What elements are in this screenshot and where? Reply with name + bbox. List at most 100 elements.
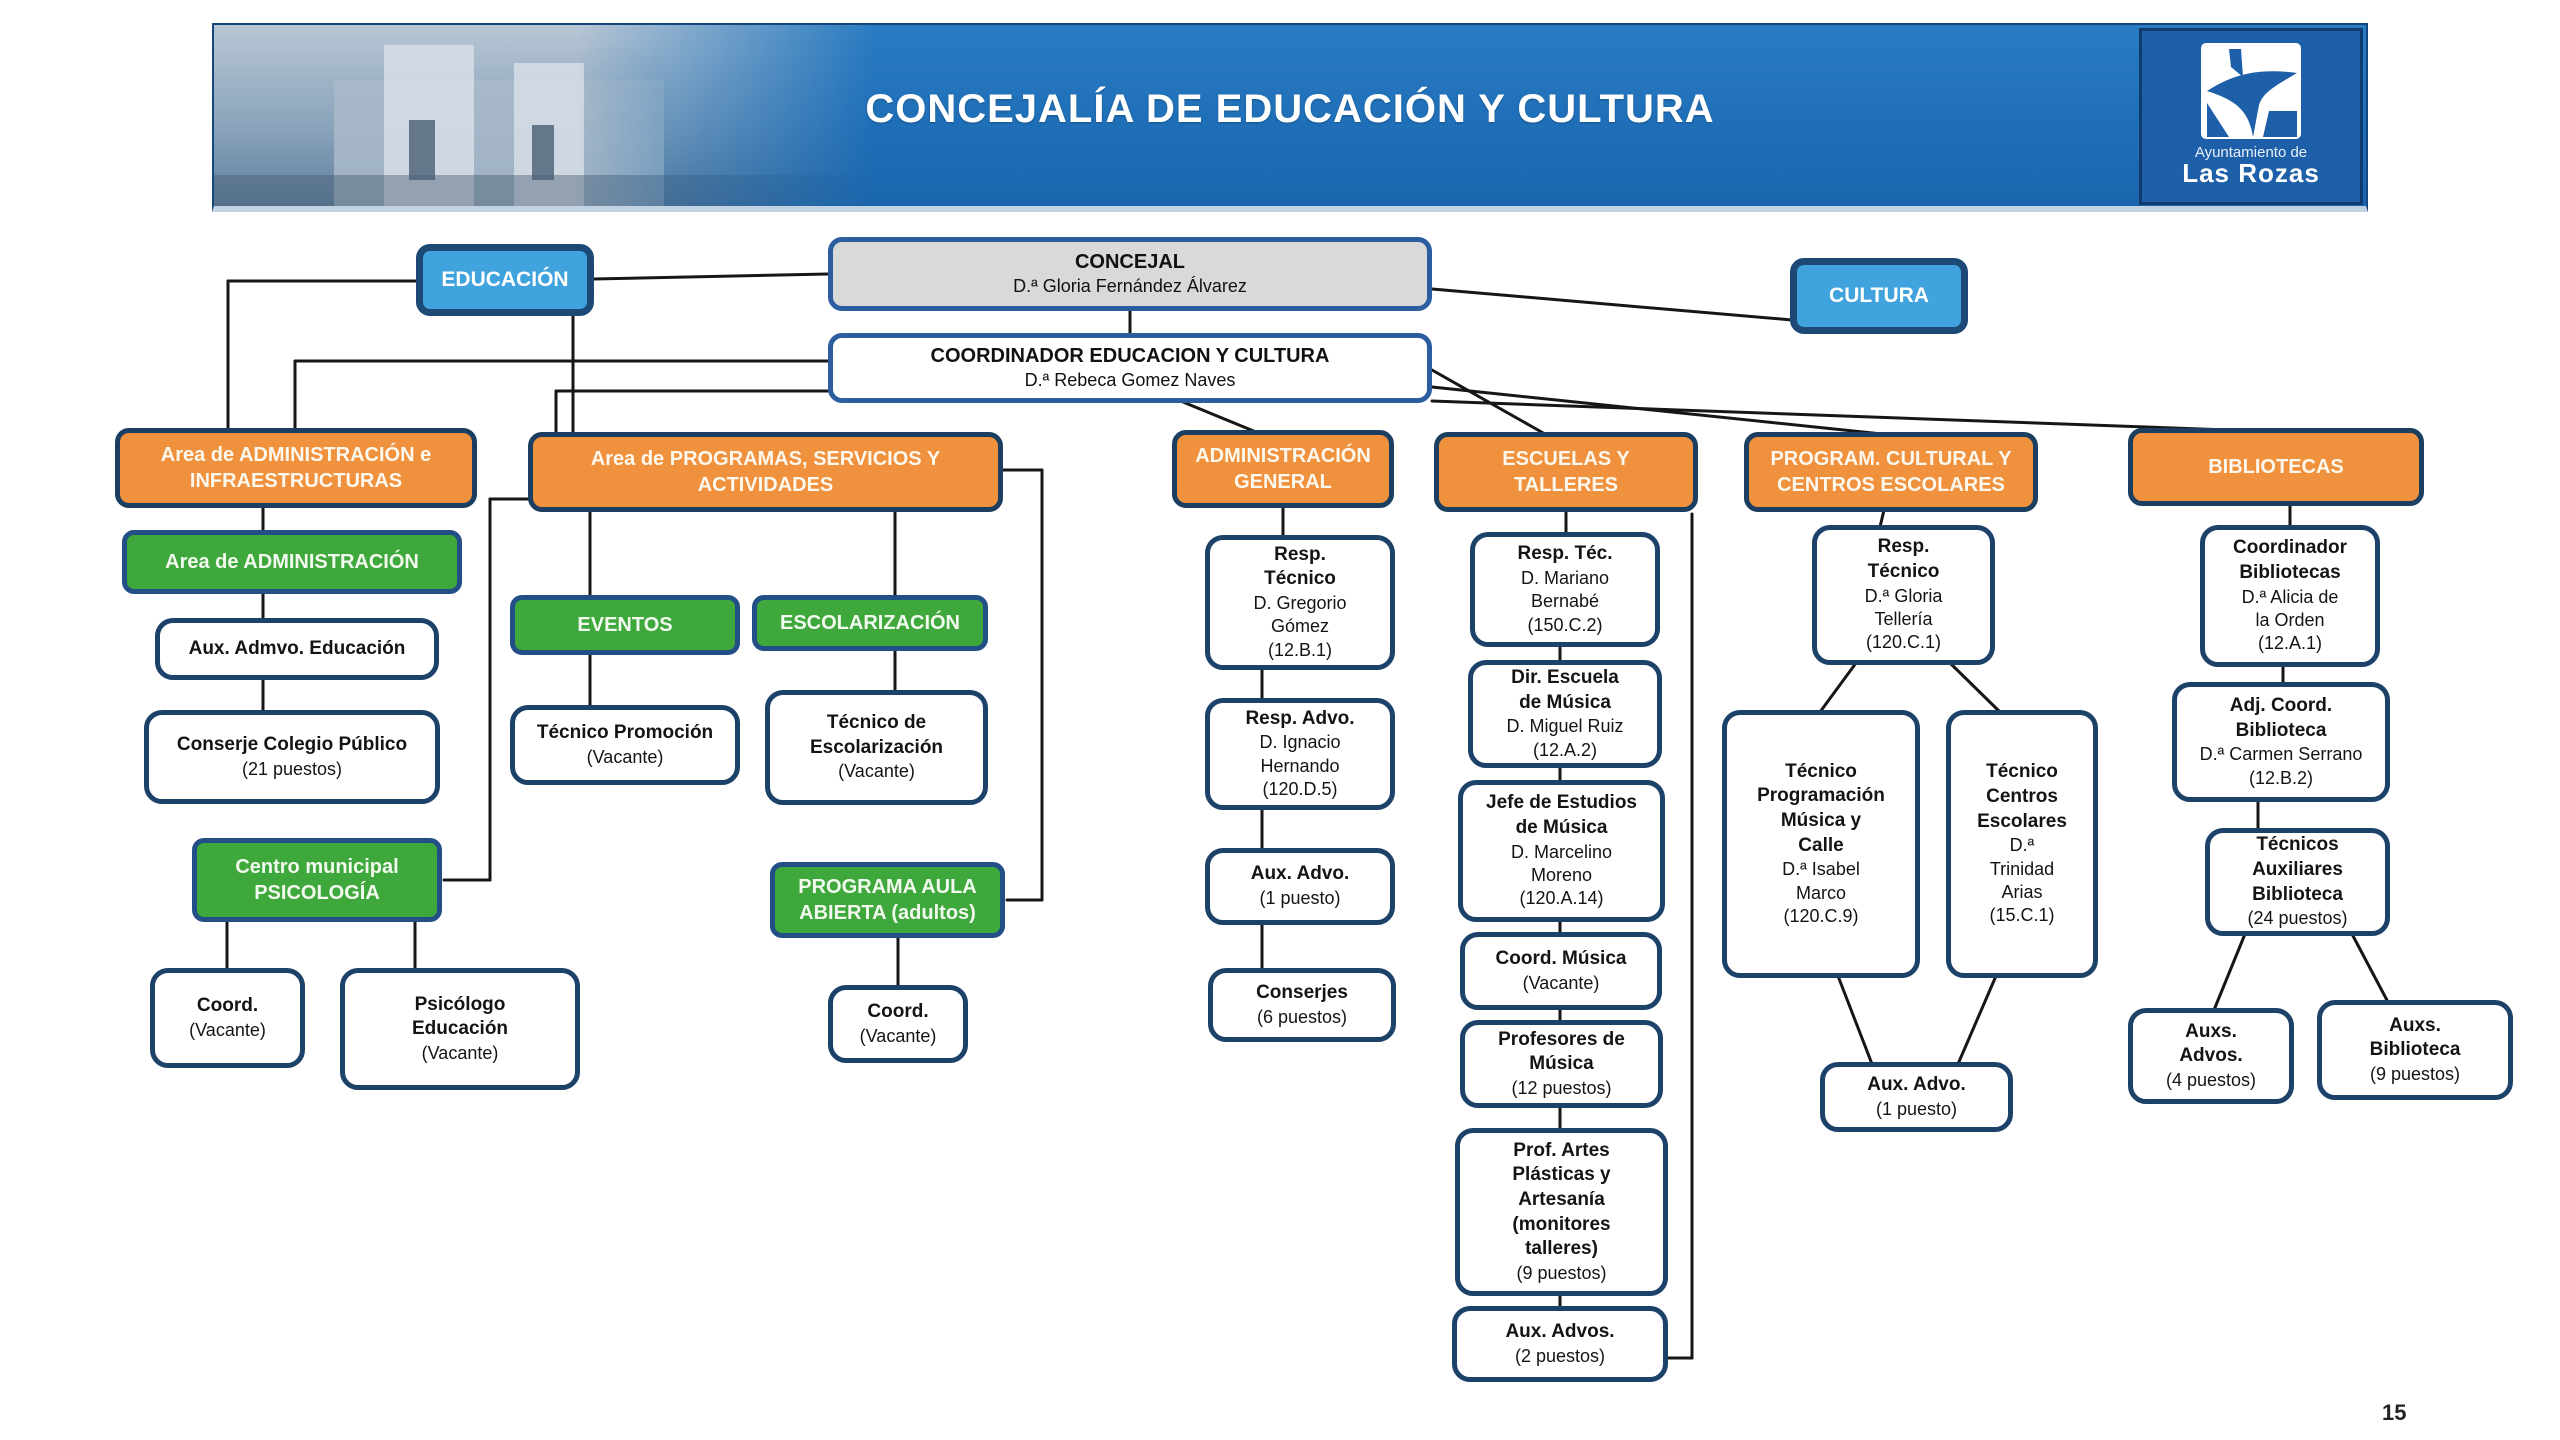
box-text: Aux. Admvo. Educación (188, 637, 406, 659)
box-text: INFRAESTRUCTURAS (189, 470, 403, 492)
box-text: Calle (1798, 834, 1844, 856)
box-text: Psicólogo (414, 993, 506, 1015)
connector-line (2350, 932, 2391, 1006)
page-number: 15 (2382, 1400, 2407, 1425)
box-programa-aula-abierta: PROGRAMA AULA ABIERTA (adultos) (770, 862, 1005, 938)
box-text: (1 puesto) (1875, 1098, 1958, 1119)
box-text: D. Gregorio (1253, 593, 1347, 614)
box-text: Resp. (1877, 536, 1930, 558)
box-text: Técnicos (2256, 834, 2339, 856)
box-text: Jefe de Estudios (1486, 792, 1637, 814)
box-text: D. Marcelino (1510, 841, 1613, 862)
townhall-photo (214, 25, 874, 206)
box-text: Coord. (867, 1000, 929, 1022)
box-text: Aux. Advo. (1250, 863, 1350, 885)
logo-caption: Ayuntamiento de (2194, 144, 2308, 161)
box-auxs-advos: Auxs.Advos.(4 puestos) (2128, 1008, 2294, 1104)
box-text: Coordinador (2233, 537, 2347, 559)
box-text: (12.A.1) (2257, 633, 2323, 654)
box-text: (Vacante) (421, 1042, 499, 1063)
box-text: Resp. (1274, 543, 1326, 565)
box-text: (Vacante) (189, 1019, 266, 1040)
box-text: Música y (1780, 809, 1862, 831)
box-text: Auxs. (2185, 1020, 2237, 1042)
box-text: Coord. (196, 994, 259, 1016)
box-text: Aux. Advo. (1867, 1073, 1966, 1095)
box-text: de Música (1519, 691, 1611, 713)
box-text: (15.C.1) (1989, 905, 2055, 926)
box-text: (Vacante) (838, 761, 915, 782)
connector-line (1948, 661, 2002, 714)
box-text: Escolares (1977, 810, 2067, 832)
box-text: (monitores (1512, 1213, 1611, 1235)
box-text: D. Mariano (1520, 567, 1610, 588)
box-text: GENERAL (1234, 471, 1332, 493)
connector-line (1430, 385, 1884, 436)
connector-line (592, 272, 830, 281)
box-text: Conserjes (1256, 981, 1348, 1003)
box-text: PSICOLOGÍA (254, 882, 380, 904)
box-text: Prof. Artes (1513, 1139, 1610, 1161)
treeline (214, 175, 874, 206)
box-coord-psicologia: Coord. (Vacante) (150, 968, 305, 1068)
box-text: Advos. (2179, 1045, 2243, 1067)
box-text: (12.B.2) (2248, 767, 2314, 788)
connector-line (1430, 399, 2230, 432)
las-rozas-logo: Ayuntamiento de Las Rozas (2139, 28, 2363, 205)
box-text: Biblioteca (2252, 883, 2343, 905)
box-text: Auxiliares (2252, 858, 2343, 880)
box-text: Coord. Música (1495, 947, 1627, 969)
box-aux-admvo-educacion: Aux. Admvo. Educación (155, 618, 439, 680)
box-text: Programación (1757, 785, 1885, 807)
box-text: Tellería (1874, 608, 1933, 629)
connector-line (1818, 661, 1858, 714)
box-text: Bernabé (1530, 591, 1600, 612)
box-text: Técnico (1785, 760, 1857, 782)
box-text: Escolarización (809, 736, 944, 758)
box-text: Arias (2001, 882, 2043, 903)
box-text: Centros (1986, 785, 2058, 807)
box-text: COORDINADOR EDUCACION Y CULTURA (930, 345, 1330, 368)
box-area-administracion: Area de ADMINISTRACIÓN (122, 530, 462, 594)
box-text: Resp. Téc. (1517, 543, 1613, 565)
box-aux-advo-program-cultural: Aux. Advo. (1 puesto) (1820, 1062, 2013, 1132)
box-text: ABIERTA (adultos) (799, 902, 976, 924)
box-text: Area de ADMINISTRACIÓN (165, 551, 419, 573)
box-text: Técnico Promoción (536, 721, 714, 743)
box-text: (120.C.9) (1783, 906, 1859, 927)
box-text: (120.C.1) (1865, 632, 1942, 653)
box-conserjes: Conserjes(6 puestos) (1208, 968, 1396, 1042)
box-text: Música (1529, 1053, 1594, 1075)
box-text: Hernando (1260, 755, 1340, 776)
box-text: D.ª Gloria Fernández Álvarez (1013, 276, 1247, 297)
box-text: (2 puestos) (1514, 1345, 1606, 1366)
box-text: Gómez (1270, 616, 1330, 637)
box-text: Técnico (1264, 568, 1336, 590)
box-text: Area de ADMINISTRACIÓN e (160, 444, 432, 466)
box-text: Profesores de (1498, 1028, 1625, 1050)
box-text: EVENTOS (577, 614, 673, 636)
box-aux-advos-escuelas: Aux. Advos. (2 puestos) (1452, 1306, 1668, 1382)
box-text: Educación (411, 1018, 509, 1040)
box-aux-advo-admin-general: Aux. Advo.(1 puesto) (1205, 848, 1395, 925)
box-bibliotecas: BIBLIOTECAS (2128, 428, 2424, 506)
box-text: (24 puestos) (2247, 908, 2348, 929)
box-text: (9 puestos) (1516, 1263, 1607, 1284)
box-text: (Vacante) (586, 746, 664, 767)
box-text: Biblioteca (2369, 1039, 2461, 1061)
box-text: (Vacante) (859, 1025, 937, 1046)
box-text: PROGRAMA AULA (798, 876, 977, 898)
box-text: Aux. Advos. (1505, 1320, 1615, 1342)
